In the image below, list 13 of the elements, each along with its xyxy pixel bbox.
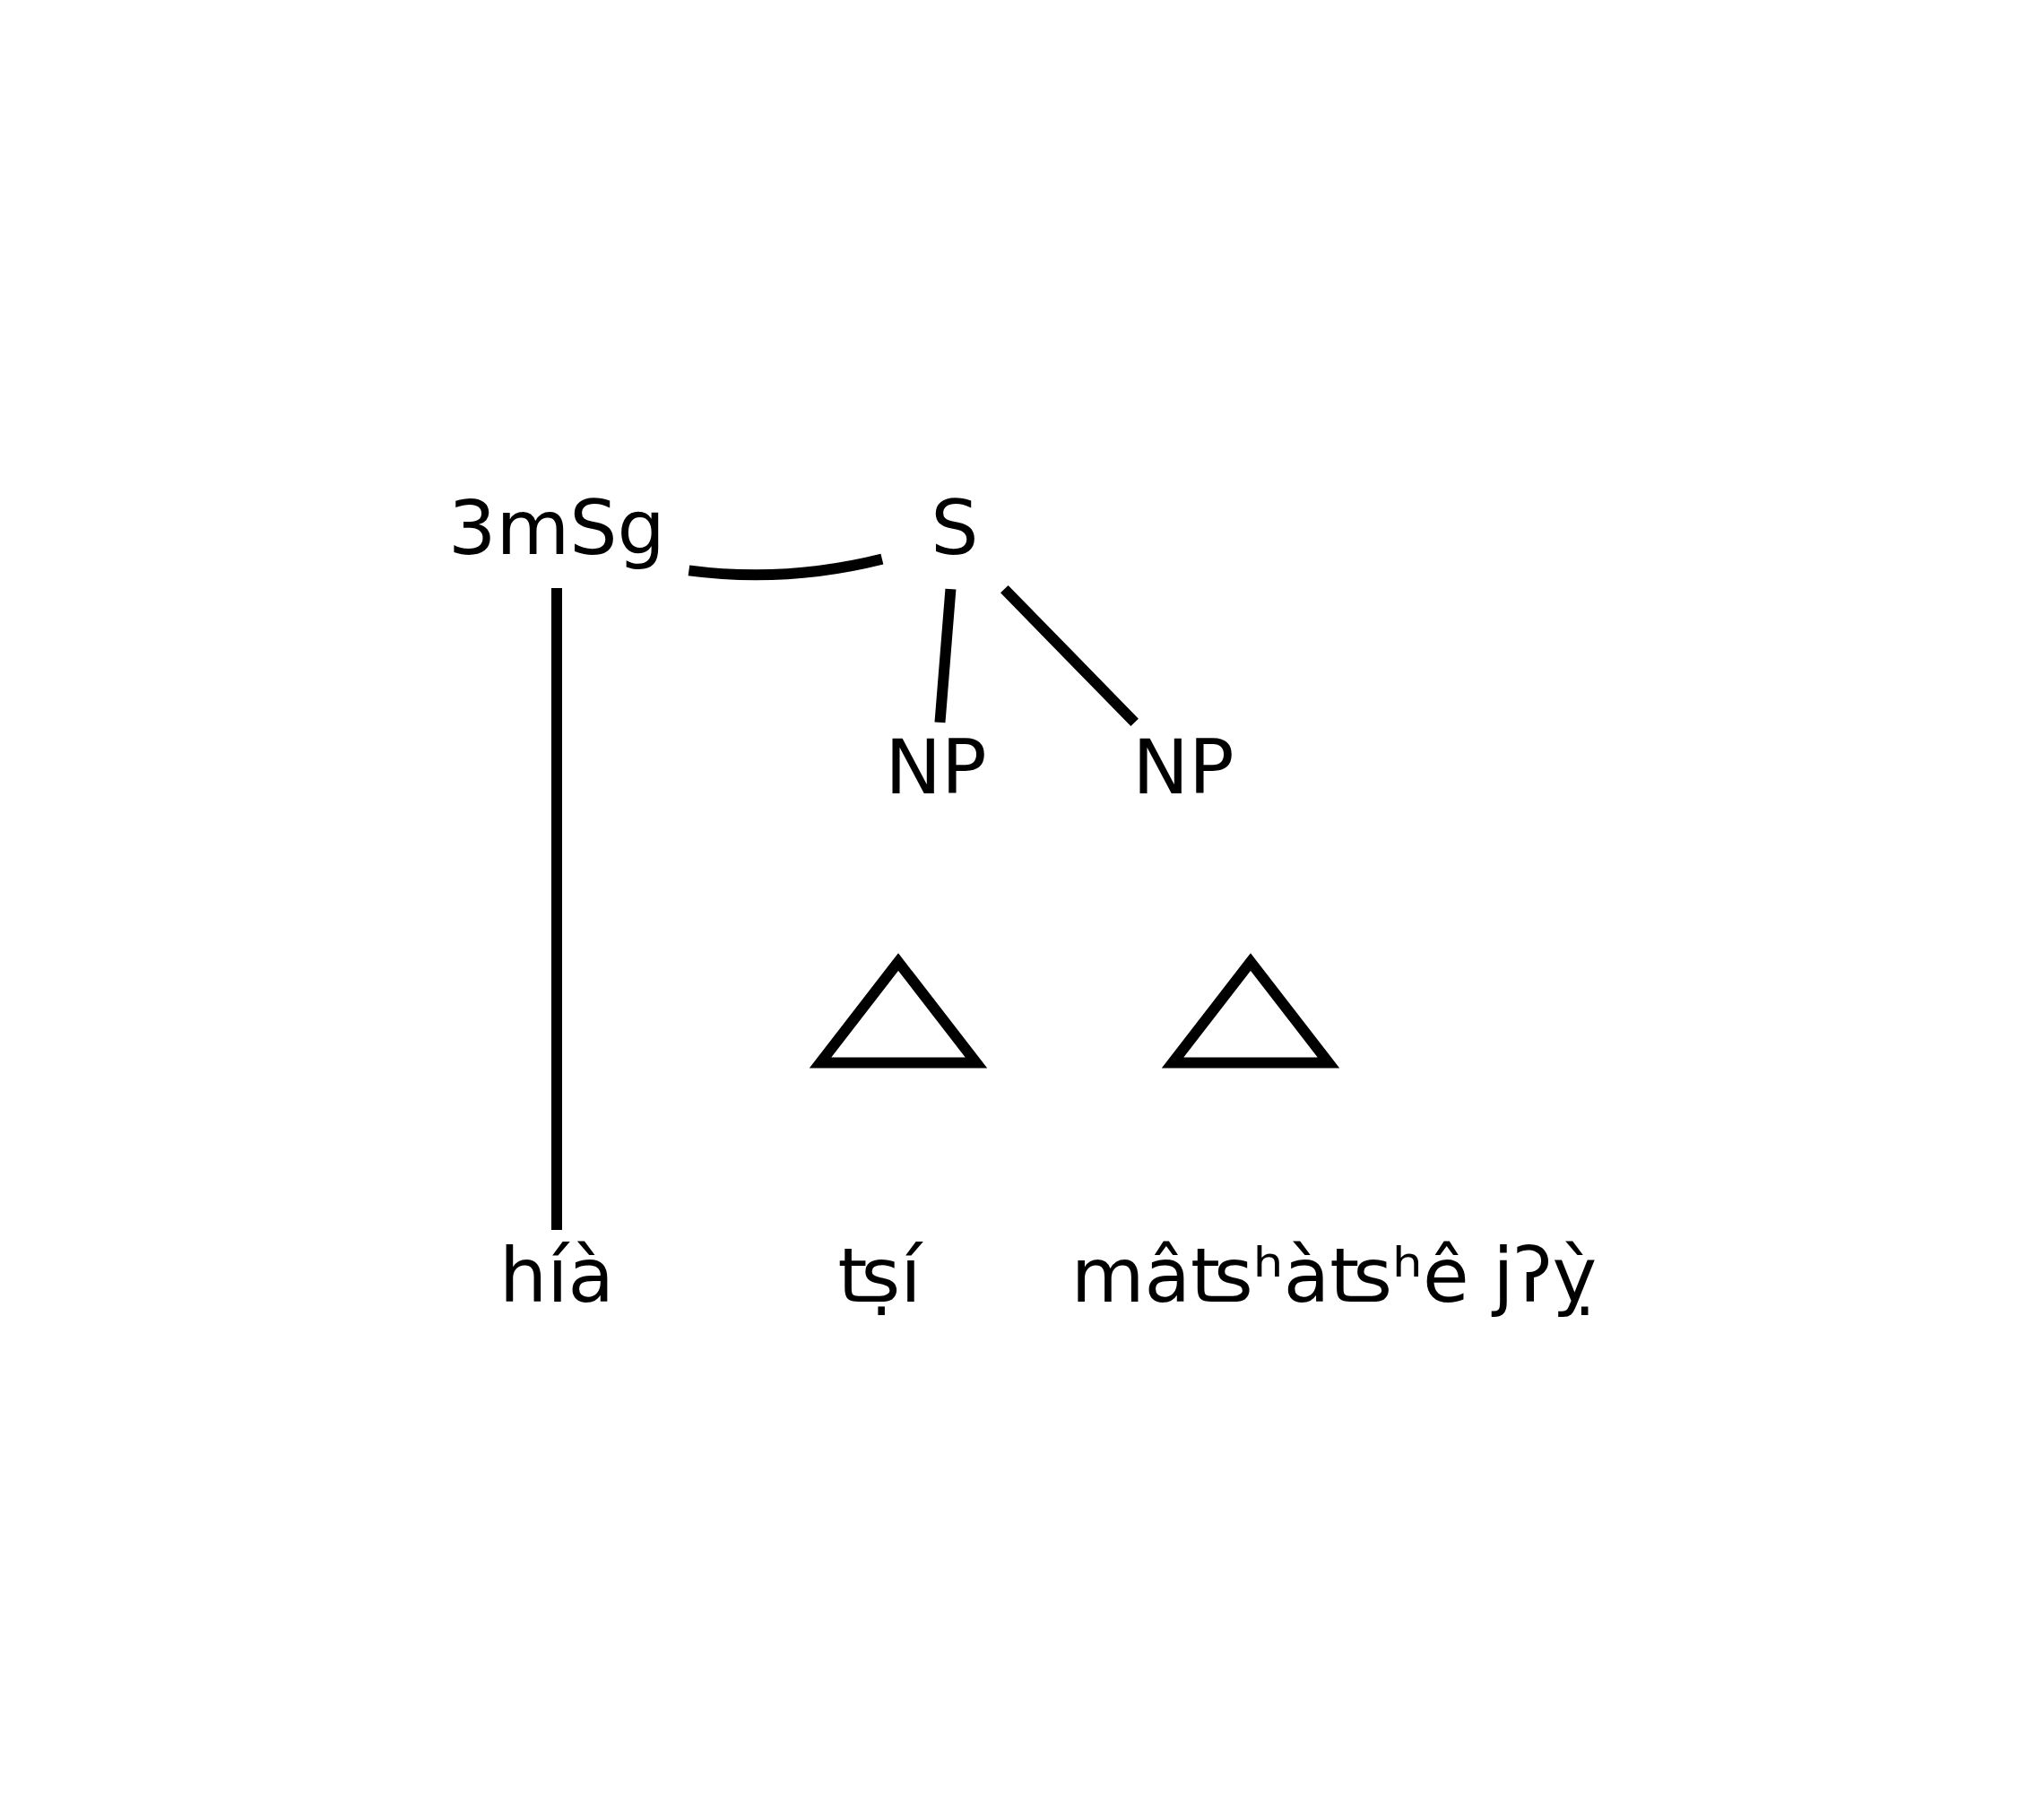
connector (1000, 584, 1139, 726)
node-text: NP (885, 723, 987, 811)
node-text: NP (1132, 723, 1234, 811)
node-triangle (1161, 952, 1340, 1068)
node-text: S (931, 483, 979, 572)
node-text: híà (498, 1231, 615, 1320)
node-triangle (809, 952, 988, 1068)
connector (688, 553, 884, 580)
node-text: 3mSg (448, 483, 665, 572)
connector (934, 588, 957, 723)
node-text: mâʦʰàʦʰê jʔỵ̀ (1070, 1231, 1598, 1320)
node-text: ʦ̣í (837, 1231, 922, 1320)
connector (551, 587, 562, 1230)
